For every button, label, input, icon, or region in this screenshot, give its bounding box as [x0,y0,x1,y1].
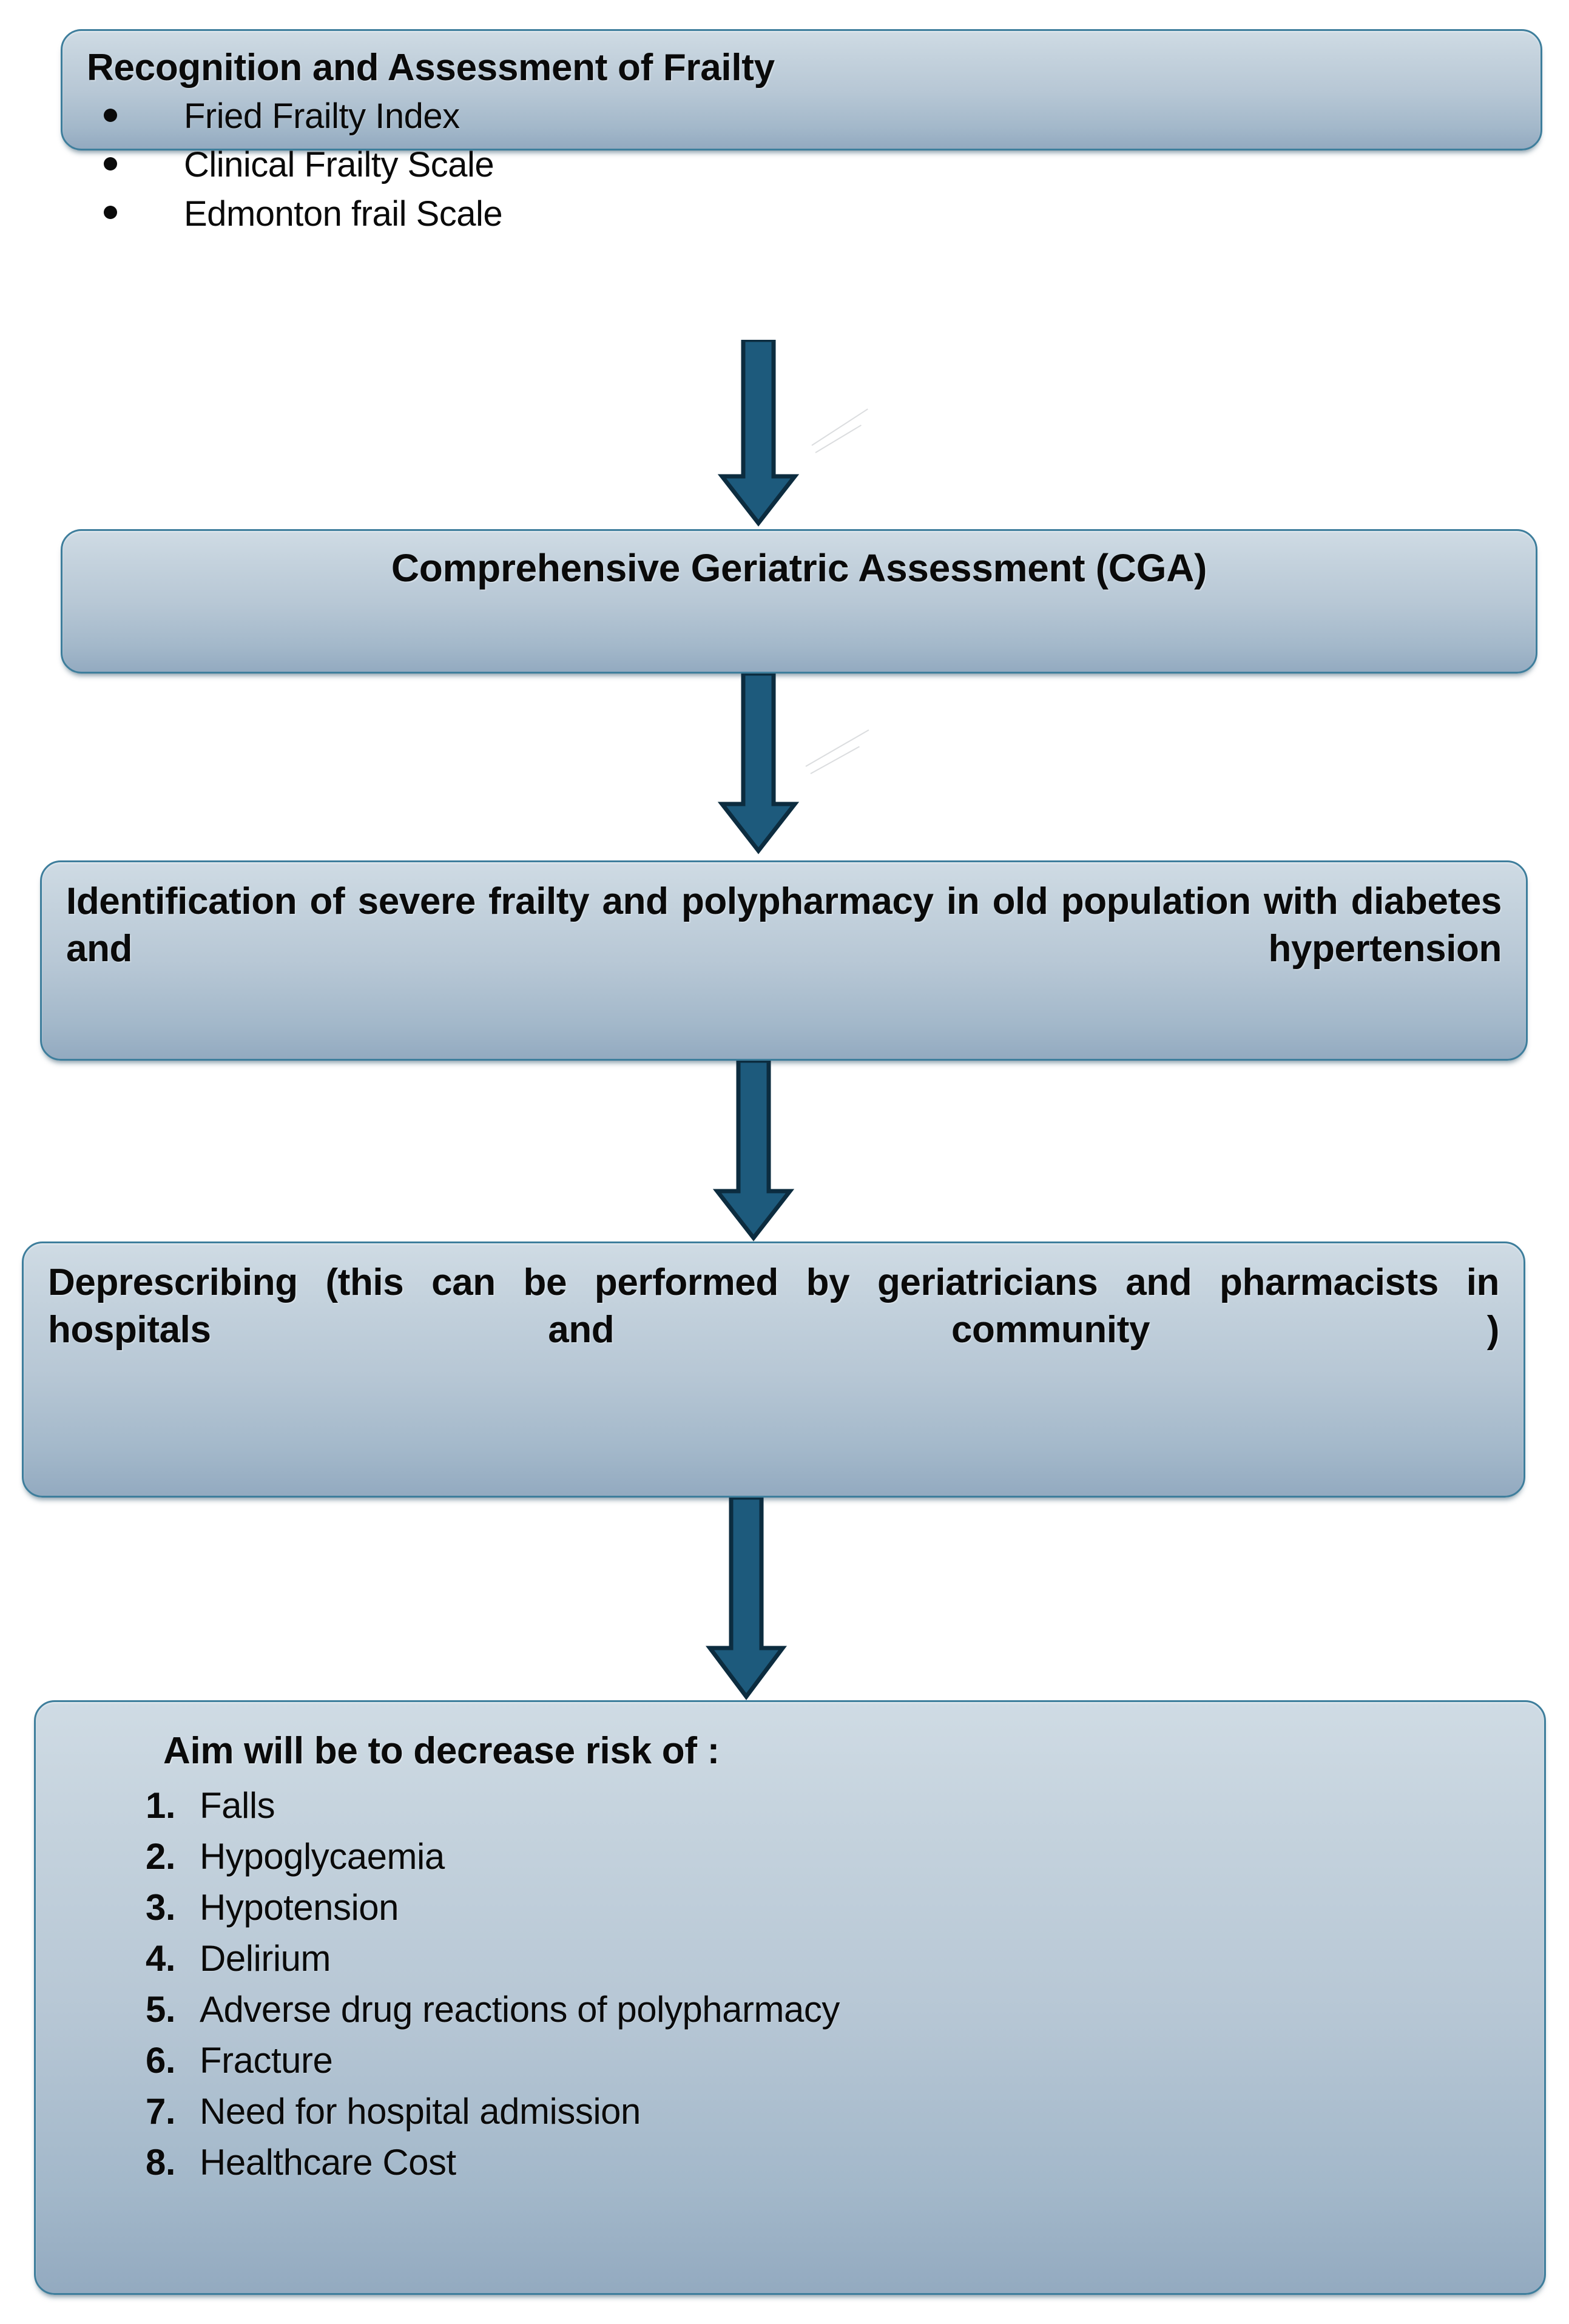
list-item-number: 1. [145,1785,176,1826]
list-item: 5. Adverse drug reactions of polypharmac… [72,1984,1508,2035]
list-item: 4. Delirium [72,1933,1508,1984]
node-recognition-heading: Recognition and Assessment of Frailty [87,47,775,89]
node-deprescribing[interactable]: Deprescribing (this can be performed by … [22,1241,1525,1498]
bullet-dot-icon [104,206,117,220]
list-item-number: 4. [145,1938,176,1979]
list-item-label: Need for hospital admission [200,2091,641,2132]
list-item-number: 7. [145,2091,176,2132]
node-deprescribing-content: Deprescribing (this can be performed by … [48,1259,1499,1480]
list-item-label: Healthcare Cost [200,2142,456,2183]
list-item: 3. Hypotension [72,1882,1508,1933]
list-item-label: Falls [200,1785,275,1826]
arrow-identification-to-deprescribing [711,1061,796,1243]
node-cga-heading: Comprehensive Geriatric Assessment (CGA) [391,546,1207,590]
list-item-label: Fried Frailty Index [184,96,460,137]
list-item-number: 5. [145,1989,176,2030]
list-item-number: 8. [145,2142,176,2183]
arrow-cga-to-identification [716,674,801,856]
node-identification-content: Identification of severe frailty and pol… [66,878,1502,1043]
list-item: 2. Hypoglycaemia [72,1831,1508,1882]
list-item-label: Adverse drug reactions of polypharmacy [200,1989,840,2030]
list-item: 7. Need for hospital admission [72,2086,1508,2137]
list-item: Edmonton frail Scale [87,190,1516,238]
list-item: 8. Healthcare Cost [72,2137,1508,2188]
bullet-dot-icon [104,157,117,171]
scan-artifact [801,728,880,783]
node-identification-paragraph: Identification of severe frailty and pol… [66,880,1502,970]
arrow-recognition-to-cga [716,340,801,528]
list-item-number: 2. [145,1836,176,1877]
node-deprescribing-paragraph: Deprescribing (this can be performed by … [48,1262,1499,1351]
list-item-label: Edmonton frail Scale [184,194,503,234]
node-cga-content: Comprehensive Geriatric Assessment (CGA) [87,547,1511,656]
list-item: Fried Frailty Index [87,92,1516,141]
bullet-dot-icon [104,109,117,123]
list-item: 1. Falls [72,1780,1508,1831]
node-aims-heading: Aim will be to decrease risk of : [163,1730,720,1772]
list-item-label: Fracture [200,2040,333,2081]
list-item-label: Delirium [200,1938,331,1979]
arrow-deprescribing-to-aims [705,1498,790,1701]
list-item-label: Hypoglycaemia [200,1836,445,1877]
node-aims-content: Aim will be to decrease risk of : 1. Fal… [72,1730,1508,2265]
node-identification-of-severe-frailty[interactable]: Identification of severe frailty and pol… [40,860,1528,1061]
frailty-assessment-tool-list: Fried Frailty Index Clinical Frailty Sca… [87,92,1516,238]
node-comprehensive-geriatric-assessment[interactable]: Comprehensive Geriatric Assessment (CGA) [61,529,1537,674]
node-aims[interactable]: Aim will be to decrease risk of : 1. Fal… [34,1700,1546,2295]
list-item: 6. Fracture [72,2035,1508,2086]
scan-artifact [807,408,880,458]
list-item-number: 6. [145,2040,176,2081]
node-recognition-content: Recognition and Assessment of Frailty Fr… [87,47,1516,234]
list-item: Clinical Frailty Scale [87,141,1516,189]
list-item-number: 3. [145,1887,176,1928]
aims-risk-list: 1. Falls 2. Hypoglycaemia 3. Hypotension… [72,1780,1508,2188]
list-item-label: Hypotension [200,1887,399,1928]
list-item-label: Clinical Frailty Scale [184,145,494,185]
node-recognition-and-assessment[interactable]: Recognition and Assessment of Frailty Fr… [61,29,1542,234]
